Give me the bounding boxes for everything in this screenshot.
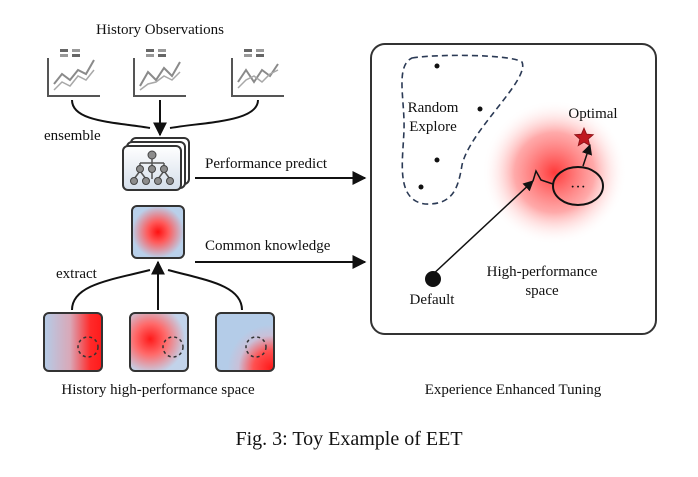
history-observations-title: History Observations (96, 22, 224, 38)
random-explore-region (401, 54, 524, 205)
ensemble-label: ensemble (44, 128, 101, 144)
common-knowledge-box (131, 205, 185, 259)
history-space-box (129, 312, 189, 372)
high-performance-label-1: High-performance (487, 264, 598, 280)
random-points (418, 63, 483, 190)
experience-enhanced-tuning-label: Experience Enhanced Tuning (425, 382, 602, 398)
history-space-box (43, 312, 103, 372)
common-knowledge-label: Common knowledge (205, 238, 331, 254)
random-explore-label-1: Random (408, 100, 459, 116)
history-chart-icon (133, 49, 186, 97)
default-to-region-arrow (429, 180, 534, 278)
history-space-box (215, 312, 275, 372)
ellipsis-label: ··· (570, 179, 586, 196)
search-bubble (552, 166, 604, 206)
local-step-path (532, 169, 554, 185)
tree-model-icon (122, 137, 190, 191)
optimal-label: Optimal (568, 106, 617, 122)
star-icon (573, 126, 595, 147)
history-chart-icon (47, 49, 100, 97)
history-space-label: History high-performance space (61, 382, 255, 398)
high-performance-label-2: space (525, 283, 559, 299)
ensemble-connectors (71, 99, 259, 129)
figure-caption: Fig. 3: Toy Example of EET (235, 428, 462, 450)
to-optimal-arrow (582, 144, 592, 167)
performance-predict-label: Performance predict (205, 156, 328, 172)
extract-label: extract (56, 266, 98, 282)
default-label: Default (410, 292, 456, 308)
history-chart-icon (231, 49, 284, 97)
default-point (425, 271, 441, 287)
random-explore-label-2: Explore (409, 119, 457, 135)
high-performance-region (482, 100, 627, 245)
